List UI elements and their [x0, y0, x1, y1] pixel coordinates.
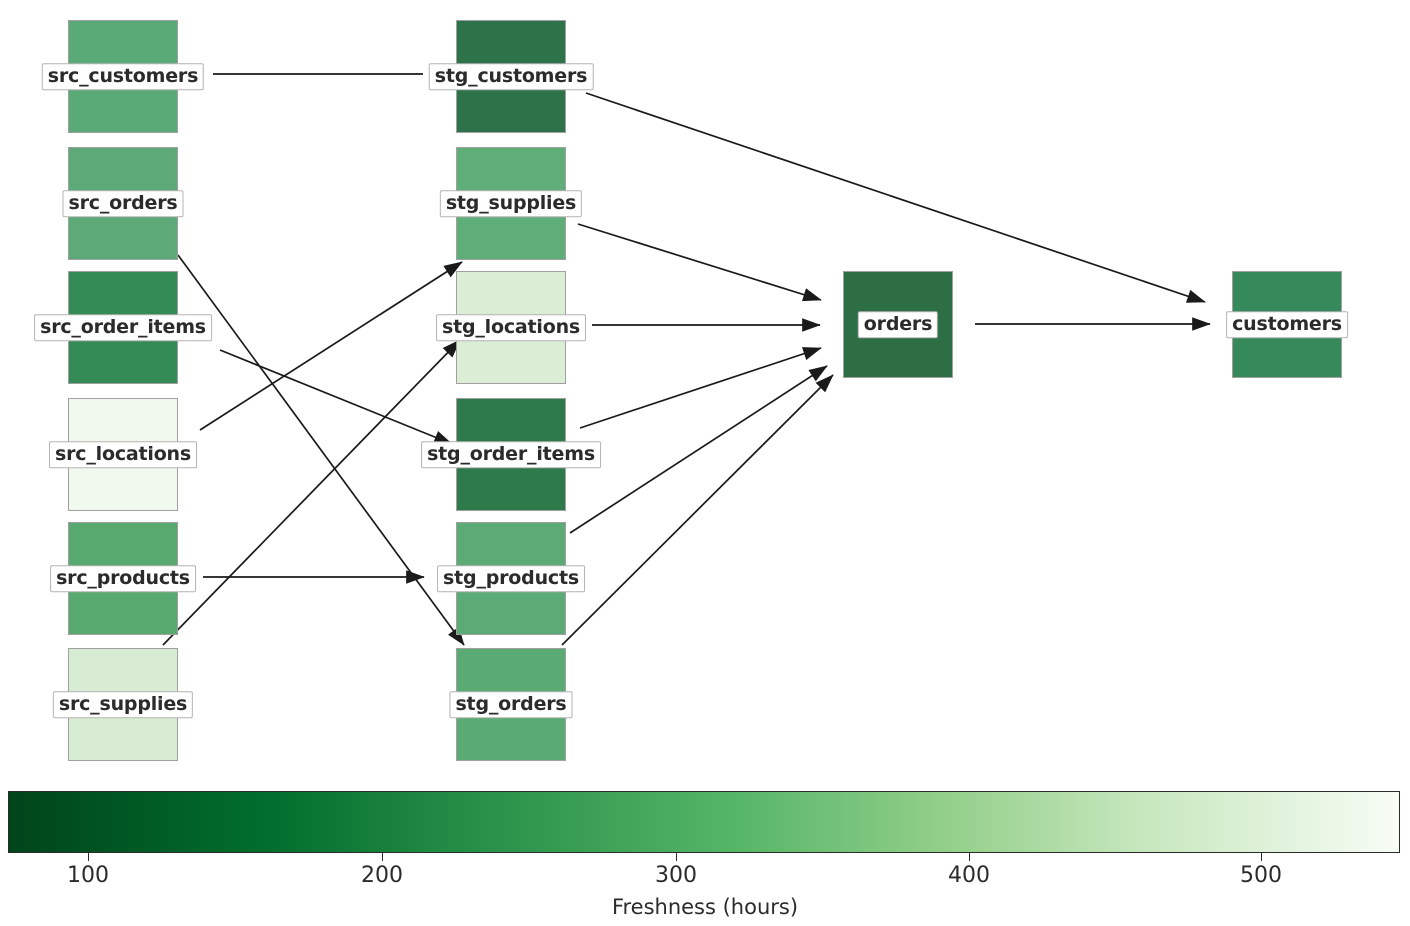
colorbar-tick-label: 400	[948, 863, 990, 888]
node-label-customers: customers	[1226, 310, 1348, 339]
edge-src_order_items-to-stg_order_items	[219, 349, 453, 445]
colorbar-tick-mark	[88, 853, 89, 861]
edge-stg_customers-to-customers	[585, 92, 1206, 303]
node-label-src_products: src_products	[50, 564, 196, 593]
node-label-stg_products: stg_products	[437, 564, 585, 593]
colorbar-ticks: 100 200 300 400 500	[0, 853, 1410, 893]
colorbar-tick-label: 500	[1240, 863, 1282, 888]
colorbar-tick-mark	[1261, 853, 1262, 861]
colorbar-axis-label: Freshness (hours)	[611, 895, 799, 919]
edge-src_locations-to-stg_locations	[199, 261, 463, 431]
edge-stg_order_items-to-orders	[579, 347, 822, 429]
node-label-stg_customers: stg_customers	[428, 62, 594, 91]
node-label-orders: orders	[857, 310, 939, 339]
colorbar-tick-label: 200	[361, 863, 403, 888]
node-label-stg_locations: stg_locations	[435, 313, 587, 342]
edge-layer	[162, 73, 1211, 646]
colorbar-tick-mark	[382, 853, 383, 861]
edge-src_supplies-to-stg_supplies	[162, 339, 461, 646]
colorbar-tick-mark	[969, 853, 970, 861]
colorbar-gradient	[8, 791, 1400, 853]
edge-stg_products-to-orders	[569, 365, 828, 534]
edges	[162, 73, 1211, 646]
node-label-src_orders: src_orders	[62, 189, 184, 218]
colorbar-tick-mark	[676, 853, 677, 861]
node-label-src_order_items: src_order_items	[34, 313, 212, 342]
edge-stg_supplies-to-orders	[577, 223, 822, 302]
node-label-src_customers: src_customers	[41, 62, 205, 91]
node-label-stg_order_items: stg_order_items	[421, 440, 601, 469]
node-label-src_supplies: src_supplies	[52, 690, 194, 719]
colorbar: 100 200 300 400 500 Freshness (hours)	[0, 783, 1410, 926]
colorbar-tick-label: 100	[67, 863, 109, 888]
node-label-stg_orders: stg_orders	[449, 690, 573, 719]
colorbar-tick-label: 300	[655, 863, 697, 888]
node-label-src_locations: src_locations	[49, 440, 197, 469]
edge-stg_orders-to-orders	[561, 374, 834, 646]
node-label-stg_supplies: stg_supplies	[439, 189, 583, 218]
